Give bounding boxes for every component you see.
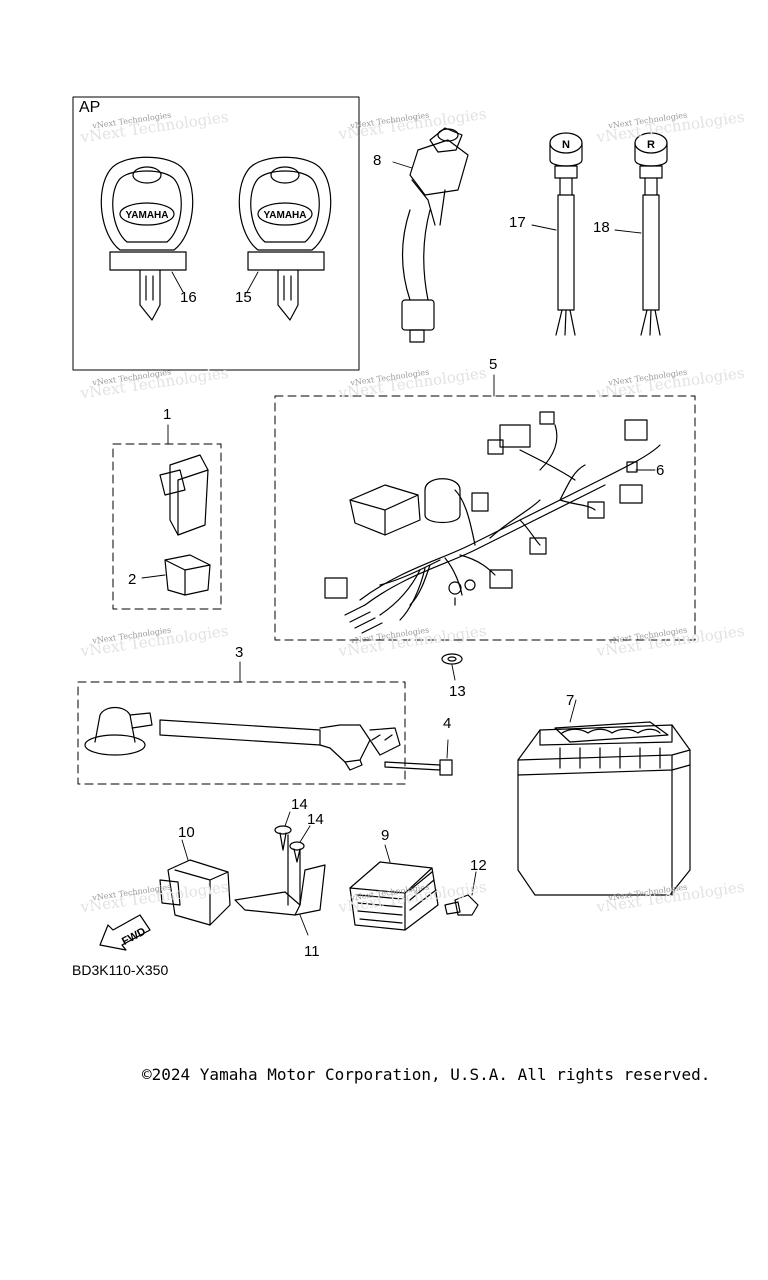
fwd-arrow: FWD bbox=[99, 914, 151, 951]
callout-14b: 14 bbox=[307, 811, 324, 828]
callout-14a: 14 bbox=[291, 796, 308, 813]
wire-harness-box bbox=[274, 395, 696, 641]
key-brand-text-16: YAMAHA bbox=[126, 210, 169, 221]
callout-9: 9 bbox=[381, 827, 390, 844]
ignition-coil-box bbox=[77, 681, 406, 785]
callout-6: 6 bbox=[656, 462, 665, 479]
callout-5: 5 bbox=[489, 356, 498, 373]
callout-2: 2 bbox=[128, 571, 137, 588]
callout-11: 11 bbox=[304, 943, 320, 960]
copyright-notice: ©2024 Yamaha Motor Corporation, U.S.A. A… bbox=[142, 1065, 711, 1084]
reverse-switch-18: R bbox=[614, 132, 668, 336]
ap-label: AP bbox=[79, 99, 101, 116]
wire-harness-5 bbox=[324, 411, 661, 634]
callout-17: 17 bbox=[509, 214, 526, 231]
bolt-4 bbox=[384, 739, 453, 776]
callout-13: 13 bbox=[449, 683, 466, 700]
main-switch-8 bbox=[392, 127, 469, 343]
fwd-text: FWD bbox=[120, 926, 148, 948]
screw-14a bbox=[274, 811, 292, 851]
neutral-letter: N bbox=[562, 139, 570, 151]
callout-3: 3 bbox=[235, 644, 244, 661]
neutral-switch-17: N bbox=[531, 132, 583, 336]
ignition-coil-3 bbox=[84, 706, 401, 771]
key-brand-text-15: YAMAHA bbox=[264, 210, 307, 221]
cdi-kit-box bbox=[112, 443, 222, 610]
key-15: YAMAHA bbox=[238, 156, 332, 321]
key-16: YAMAHA bbox=[100, 156, 194, 321]
reverse-letter: R bbox=[647, 139, 655, 151]
cdi-cap-2 bbox=[141, 554, 211, 596]
screw-14b bbox=[289, 825, 311, 863]
callout-15: 15 bbox=[235, 289, 252, 306]
rectifier-9 bbox=[349, 844, 439, 931]
callout-12: 12 bbox=[470, 857, 487, 874]
diagram-code: BD3K110-X350 bbox=[72, 962, 169, 978]
callout-18: 18 bbox=[593, 219, 610, 236]
bracket-11 bbox=[234, 834, 326, 936]
callout-8: 8 bbox=[373, 152, 382, 169]
callout-7: 7 bbox=[566, 692, 575, 709]
relay-10 bbox=[159, 839, 231, 926]
callout-1: 1 bbox=[163, 406, 172, 423]
callout-10: 10 bbox=[178, 824, 195, 841]
ap-kit-box bbox=[72, 96, 360, 371]
callout-4: 4 bbox=[443, 715, 452, 732]
washer-13 bbox=[441, 653, 463, 681]
battery-7 bbox=[517, 699, 691, 896]
callout-16: 16 bbox=[180, 289, 197, 306]
bolt-12 bbox=[444, 871, 479, 916]
cdi-unit-1 bbox=[159, 454, 209, 536]
